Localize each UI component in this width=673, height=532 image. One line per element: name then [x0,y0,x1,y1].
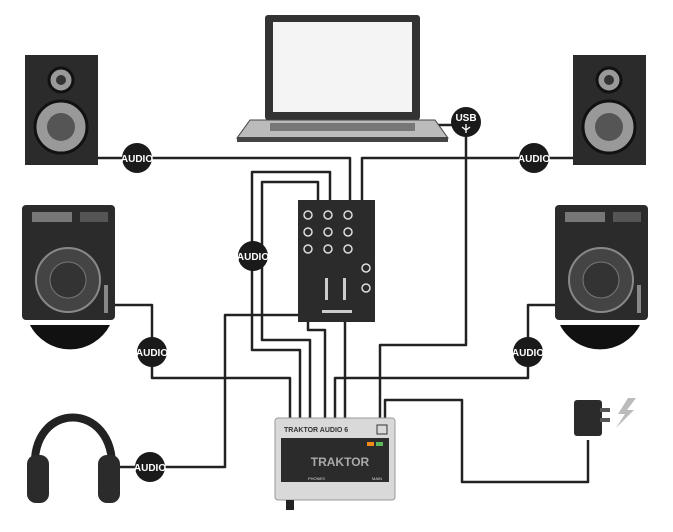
interface-brand: TRAKTOR [311,455,370,469]
mixer [298,200,375,322]
usb-icon [461,124,471,133]
traktor-audio-6-interface: TRAKTOR AUDIO 6 TRAKTOR PHONES MAIN [274,417,396,510]
laptop-screen [273,22,412,112]
laptop [236,15,449,142]
usb-badge: USB [451,107,481,137]
svg-text:AUDIO: AUDIO [512,348,544,359]
cable-power [383,398,590,484]
audio-badge-deck-right: AUDIO [512,337,544,367]
svg-text:USB: USB [455,113,476,124]
cable-usb [378,123,468,418]
audio-badge-speaker-left: AUDIO [121,143,153,173]
interface-main-label: MAIN [372,476,382,481]
audio-badge-mixer: AUDIO [237,241,269,271]
deck-left [22,205,115,350]
interface-phones-label: PHONES [308,476,325,481]
svg-text:AUDIO: AUDIO [237,252,269,263]
svg-text:AUDIO: AUDIO [134,463,166,474]
svg-text:AUDIO: AUDIO [121,154,153,165]
audio-badge-deck-left: AUDIO [136,337,168,367]
svg-text:AUDIO: AUDIO [518,154,550,165]
lightning-icon [616,398,636,428]
speaker-right [573,55,646,165]
headphones [27,413,120,503]
cable-deck-right [333,303,555,418]
deck-right [555,205,648,350]
speaker-left [25,55,98,165]
audio-badge-speaker-right: AUDIO [518,143,550,173]
interface-top-label: TRAKTOR AUDIO 6 [284,427,348,434]
svg-text:AUDIO: AUDIO [136,348,168,359]
cable-deck-left [115,303,292,418]
power-adapter [574,398,636,436]
audio-badge-headphones: AUDIO [134,452,166,482]
cable-headphones [118,313,300,469]
cable-mixer-3 [306,322,327,418]
cable-speaker-right [360,156,573,200]
cable-speaker-left [98,156,352,200]
